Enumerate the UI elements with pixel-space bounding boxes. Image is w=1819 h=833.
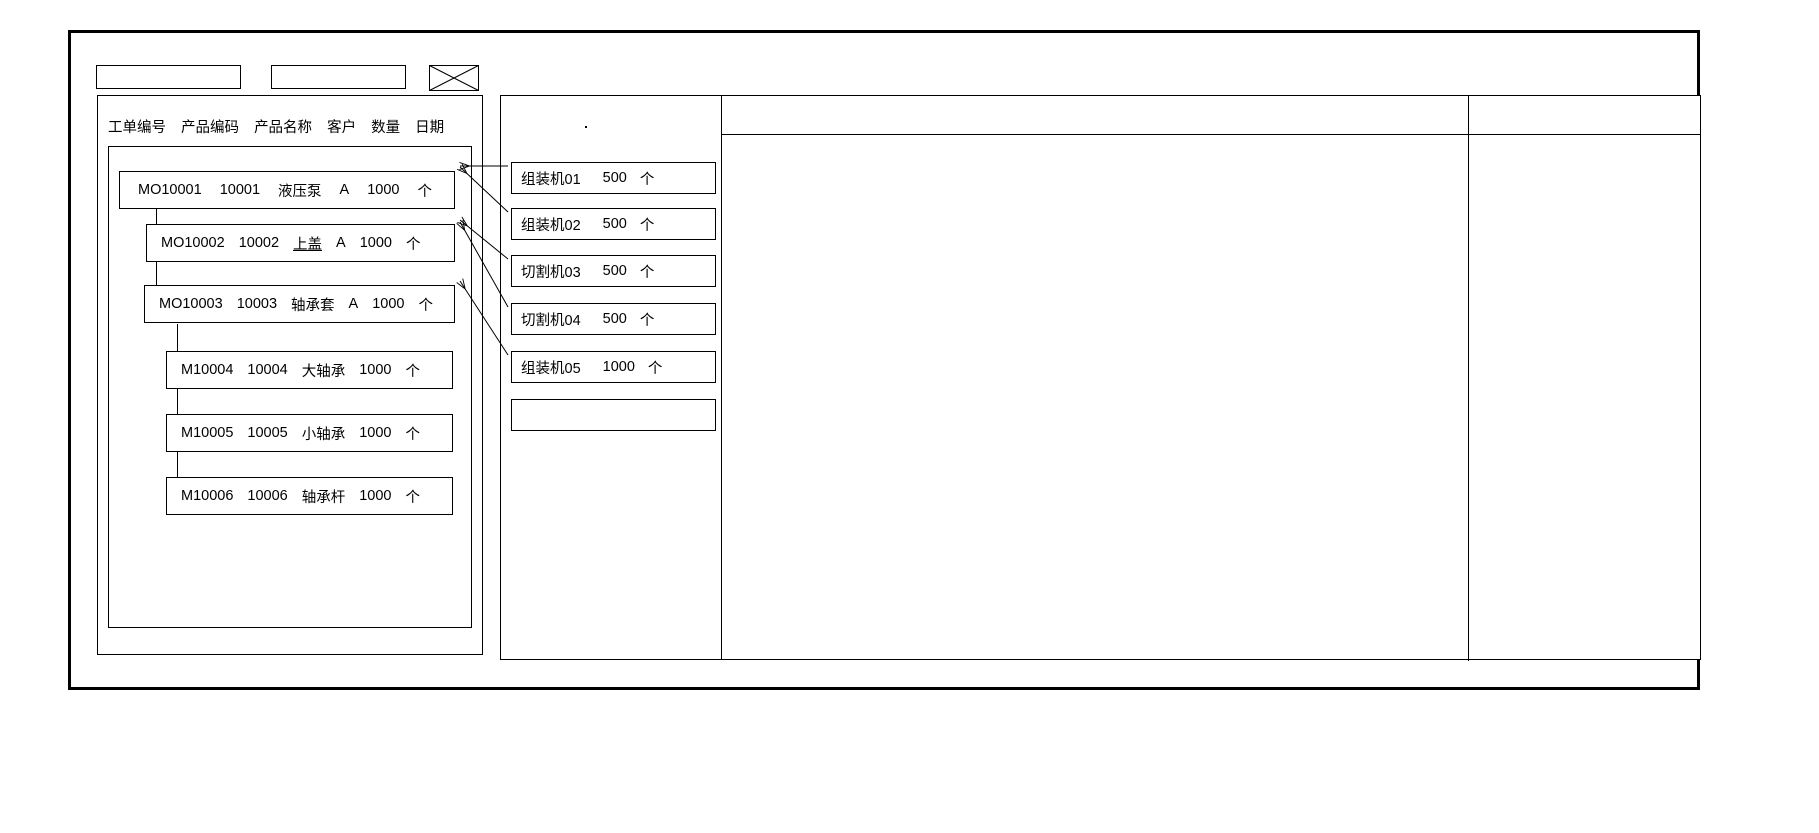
table-row[interactable]: M10006 10006 轴承杆 1000 个 [166, 477, 453, 515]
cell-unit: 个 [418, 297, 433, 314]
cell-unit: 个 [405, 489, 421, 506]
machine-schedule-panel: 组装机01 500 个 组装机02 500 个 切割机03 500 个 切割机0… [500, 95, 722, 660]
machine-unit: 个 [639, 312, 655, 329]
machine-name: 切割机04 [521, 312, 581, 329]
machine-name: 切割机03 [521, 264, 581, 281]
column-header-customer: 客户 [327, 120, 357, 136]
cell-unit: 个 [405, 426, 421, 443]
machine-qty: 500 [602, 263, 627, 279]
machine-name: 组装机05 [521, 360, 581, 377]
column-header-order-no: 工单编号 [108, 120, 166, 136]
machine-unit: 个 [639, 217, 655, 234]
cell-order-no: M10004 [181, 362, 234, 378]
cell-customer: A [336, 235, 346, 251]
crossed-box-icon[interactable] [429, 65, 479, 91]
column-header-product-name: 产品名称 [254, 120, 313, 136]
cell-customer: A [348, 296, 359, 312]
list-item[interactable]: 切割机04 500 个 [511, 303, 716, 335]
table-row[interactable]: M10004 10004 大轴承 1000 个 [166, 351, 453, 389]
machine-qty: 500 [602, 170, 627, 186]
cell-product-code: 10003 [236, 296, 278, 312]
machine-qty: 1000 [602, 359, 635, 375]
cell-product-name: 液压泵 [278, 183, 322, 200]
machine-unit: 个 [647, 360, 663, 377]
cell-product-name: 上盖 [293, 236, 323, 253]
cell-product-code: 10006 [247, 488, 288, 504]
column-header-qty: 数量 [371, 120, 401, 136]
table-row[interactable]: MO10001 10001 液压泵 A 1000 个 [119, 171, 455, 209]
cell-qty: 1000 [359, 425, 392, 441]
table-row[interactable]: M10005 10005 小轴承 1000 个 [166, 414, 453, 452]
cell-qty: 1000 [367, 182, 400, 198]
table-row[interactable]: MO10003 10003 轴承套 A 1000 个 [144, 285, 455, 323]
machine-qty: 500 [602, 216, 627, 232]
machine-name: 组装机02 [521, 217, 581, 234]
cell-qty: 1000 [359, 235, 392, 251]
cell-product-name: 小轴承 [301, 426, 346, 443]
cell-unit: 个 [405, 363, 421, 380]
column-header-date: 日期 [415, 120, 445, 136]
cell-product-code: 10004 [247, 362, 288, 378]
toolbar-field-1[interactable] [96, 65, 241, 89]
machine-unit: 个 [639, 264, 655, 281]
detail-panel-divider [722, 134, 1700, 135]
cell-product-name: 大轴承 [301, 363, 346, 380]
list-item[interactable]: 组装机01 500 个 [511, 162, 716, 194]
work-order-tree: MO10001 10001 液压泵 A 1000 个 MO10002 10002… [108, 146, 472, 628]
work-order-panel: 工单编号 产品编码 产品名称 客户 数量 日期 [97, 95, 483, 655]
cell-order-no: M10005 [181, 425, 234, 441]
list-item[interactable]: 组装机05 1000 个 [511, 351, 716, 383]
cell-order-no: MO10002 [161, 235, 225, 251]
toolbar-field-2[interactable] [271, 65, 406, 89]
panel-marker-dot [585, 126, 587, 128]
detail-panel-inner-column [1468, 96, 1703, 661]
cell-order-no: MO10003 [159, 296, 223, 312]
table-row[interactable]: MO10002 10002 上盖 A 1000 个 [146, 224, 455, 262]
list-item-empty[interactable] [511, 399, 716, 431]
list-item[interactable]: 切割机03 500 个 [511, 255, 716, 287]
cell-unit: 个 [417, 183, 432, 200]
detail-panel [721, 95, 1703, 661]
cell-order-no: M10006 [181, 488, 234, 504]
work-order-column-headers: 工单编号 产品编码 产品名称 客户 数量 日期 [108, 116, 444, 137]
cell-product-code: 10005 [247, 425, 288, 441]
cell-product-name: 轴承套 [291, 297, 335, 314]
machine-qty: 500 [602, 311, 627, 327]
cell-qty: 1000 [359, 488, 392, 504]
toolbar [71, 33, 1697, 93]
cell-unit: 个 [405, 236, 421, 253]
cell-product-name: 轴承杆 [301, 489, 346, 506]
cell-customer: A [339, 182, 350, 198]
cell-qty: 1000 [359, 362, 392, 378]
cell-product-code: 10002 [238, 235, 280, 251]
column-header-product-code: 产品编码 [181, 120, 240, 136]
cell-qty: 1000 [372, 296, 405, 312]
window-frame: 工单编号 产品编码 产品名称 客户 数量 日期 [68, 30, 1703, 690]
cell-product-code: 10001 [219, 182, 261, 198]
cell-order-no: MO10001 [138, 182, 202, 198]
list-item[interactable]: 组装机02 500 个 [511, 208, 716, 240]
machine-name: 组装机01 [521, 171, 581, 188]
machine-unit: 个 [639, 171, 655, 188]
